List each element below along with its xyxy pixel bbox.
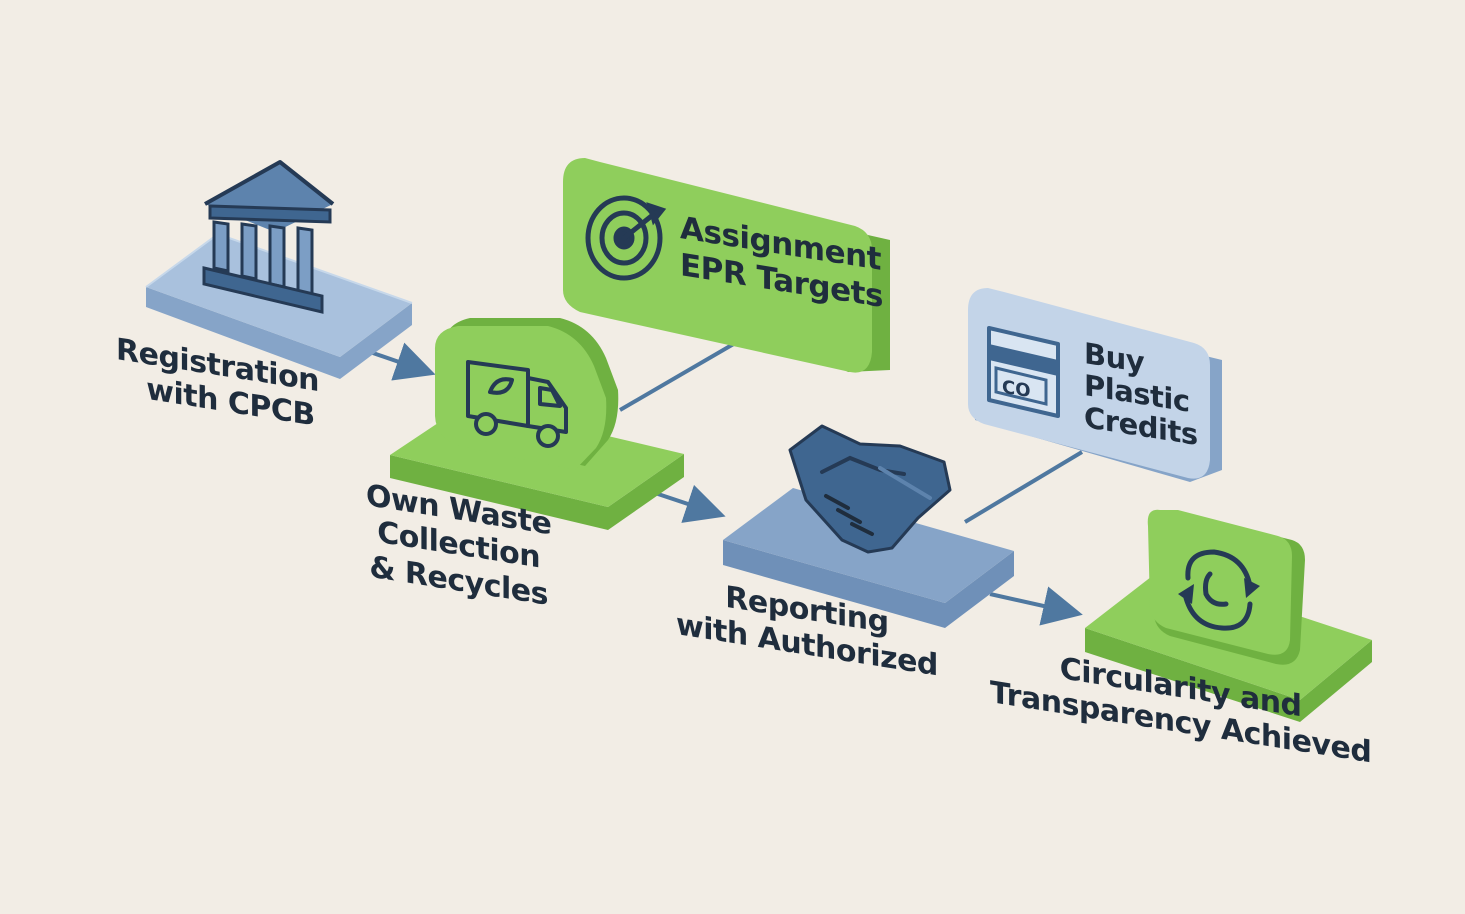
line-epr-targets-to-collection [618,340,739,412]
arrow-collection-to-reporting [651,484,726,523]
arrow-reporting-to-circularity [989,586,1083,626]
credit-card-icon-text: CO [1002,377,1031,402]
handshake-icon [788,424,952,554]
recycling-truck-icon [434,318,619,470]
plastic-credits-text: Buy Plastic Credits [1084,336,1198,452]
recycle-arrows-icon [1147,509,1305,665]
line-plastic-credits-to-reporting [963,450,1084,524]
target-icon [585,195,667,281]
arrow-registration-to-collection [369,342,436,381]
credit-card-icon: CO [987,326,1060,418]
government-building-icon [202,160,335,314]
flow-connectors [369,340,1084,626]
